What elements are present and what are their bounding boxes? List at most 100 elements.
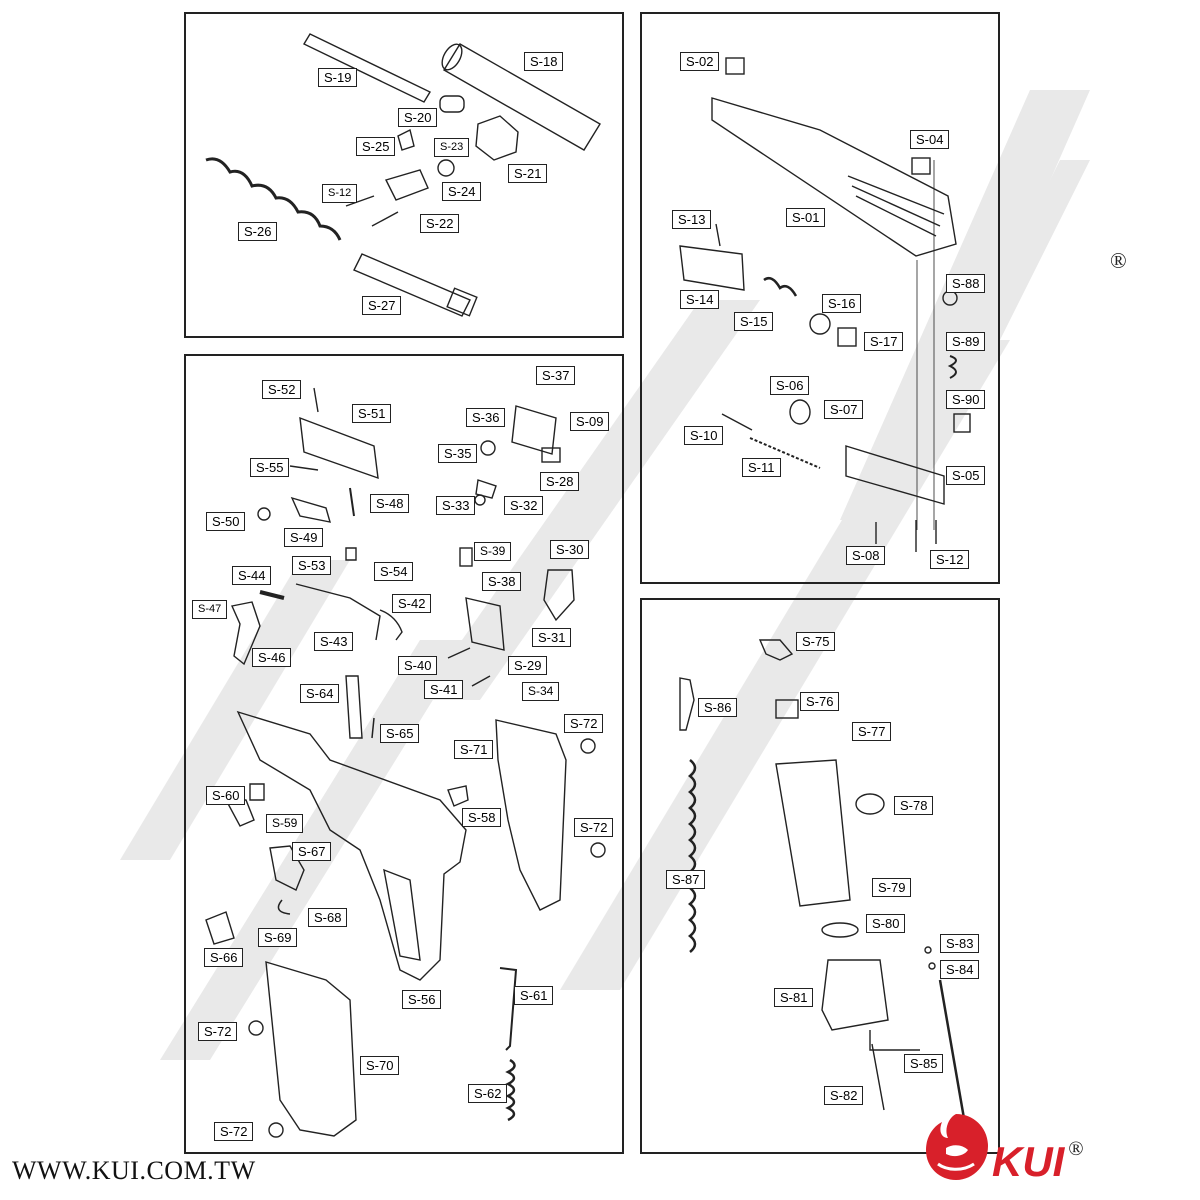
brand-registered-mark: ®: [1068, 1138, 1084, 1160]
part-label-s-64: S-64: [300, 684, 340, 703]
part-label-s-72c: S-72: [198, 1022, 238, 1041]
part-label-s-14: S-14: [680, 290, 720, 309]
blowback-valve-part: [789, 399, 811, 425]
inner-barrel-part: [303, 33, 431, 103]
part-label-s-70: S-70: [360, 1056, 400, 1075]
magazine-body-part: [775, 759, 851, 907]
part-label-s-02: S-02: [680, 52, 720, 71]
part-label-s-11: S-11: [742, 458, 781, 477]
part-label-s-66: S-66: [204, 948, 244, 967]
part-label-s-65: S-65: [380, 724, 420, 743]
part-label-s-17: S-17: [864, 332, 904, 351]
part-label-s-51: S-51: [352, 404, 392, 423]
part-label-s-08: S-08: [846, 546, 886, 565]
part-label-s-62: S-62: [468, 1084, 508, 1103]
part-label-s-69: S-69: [258, 928, 298, 947]
part-label-s-22: S-22: [420, 214, 460, 233]
website-url: WWW.KUI.COM.TW: [12, 1156, 256, 1185]
part-label-s-84: S-84: [940, 960, 980, 979]
front-sight-part: [911, 157, 931, 175]
part-label-s-78: S-78: [894, 796, 934, 815]
part-label-s-30: S-30: [550, 540, 590, 559]
hammer-spring-part: [505, 1058, 516, 1122]
part-label-s-07: S-07: [824, 400, 864, 419]
part-label-s-67: S-67: [292, 842, 332, 861]
slide-group-panel: [640, 12, 1000, 584]
part-label-s-06: S-06: [770, 376, 810, 395]
part-label-s-18: S-18: [524, 52, 564, 71]
hammer-strut-part: [499, 967, 518, 1051]
trigger-bar-part: [295, 583, 381, 641]
left-grip-panel-part: [265, 961, 357, 1137]
part-label-s-09: S-09: [570, 412, 610, 431]
part-label-s-77: S-77: [852, 722, 892, 741]
part-label-s-29: S-29: [508, 656, 548, 675]
part-label-s-83: S-83: [940, 934, 980, 953]
part-label-s-44: S-44: [232, 566, 272, 585]
slide-base-part: [845, 445, 945, 505]
part-label-s-26: S-26: [238, 222, 278, 241]
part-label-s-48: S-48: [370, 494, 410, 513]
piston-head-part: [809, 313, 831, 335]
part-label-s-55: S-55: [250, 458, 290, 477]
part-label-s-38: S-38: [482, 572, 522, 591]
registered-mark: ®: [1110, 248, 1127, 273]
rear-chassis-part: [299, 416, 379, 480]
part-label-s-53: S-53: [292, 556, 332, 575]
part-label-s-87: S-87: [666, 870, 706, 889]
part-label-s-23: S-23: [434, 138, 470, 157]
part-label-s-86: S-86: [698, 698, 738, 717]
part-label-s-13: S-13: [672, 210, 712, 229]
part-label-s-56: S-56: [402, 990, 442, 1009]
part-label-s-19: S-19: [318, 68, 358, 87]
part-label-s-15: S-15: [734, 312, 774, 331]
part-label-s-50: S-50: [206, 512, 246, 531]
hammer-housing-part: [511, 405, 557, 455]
part-label-s-33: S-33: [436, 496, 476, 515]
part-label-s-76: S-76: [800, 692, 840, 711]
trigger-part: [231, 601, 261, 666]
part-label-s-82: S-82: [824, 1086, 864, 1105]
part-label-s-52: S-52: [262, 380, 302, 399]
recoil-spring-part: [205, 157, 342, 241]
right-grip-panel-part: [495, 719, 567, 911]
part-label-s-42: S-42: [392, 594, 432, 613]
part-label-s-40: S-40: [398, 656, 438, 675]
hammer-part: [543, 569, 575, 622]
part-label-s-37: S-37: [536, 366, 576, 385]
kui-lion-logo-icon: [926, 1114, 988, 1180]
part-label-s-47: S-47: [192, 600, 228, 619]
part-label-s-36: S-36: [466, 408, 506, 427]
part-label-s-31: S-31: [532, 628, 572, 647]
part-label-s-88: S-88: [946, 274, 986, 293]
hopup-chamber-part: [475, 115, 519, 161]
part-label-s-32: S-32: [504, 496, 544, 515]
slide-part: [711, 97, 957, 257]
barrel-group-panel: [184, 12, 624, 338]
part-label-s-25: S-25: [356, 137, 396, 156]
part-label-s-04: S-04: [910, 130, 950, 149]
magazine-catch-part: [269, 845, 305, 891]
cylinder-part: [679, 245, 745, 291]
mag-follower-pusher-part: [679, 677, 695, 731]
sear-housing-part: [465, 597, 505, 651]
outer-barrel-part: [443, 43, 601, 151]
guide-rod-part: [353, 253, 471, 317]
part-label-s-58: S-58: [462, 808, 502, 827]
part-label-s-85: S-85: [904, 1054, 944, 1073]
part-label-s-35: S-35: [438, 444, 478, 463]
part-label-s-54: S-54: [374, 562, 414, 581]
part-label-s-21: S-21: [508, 164, 548, 183]
part-label-s-79: S-79: [872, 878, 912, 897]
part-label-s-90: S-90: [946, 390, 986, 409]
part-label-s-24: S-24: [442, 182, 482, 201]
hopup-wheel-part: [437, 159, 455, 177]
part-label-s-49: S-49: [284, 528, 324, 547]
part-label-s-72d: S-72: [214, 1122, 254, 1141]
barrel-bushing-part: [439, 95, 465, 113]
part-label-s-71: S-71: [454, 740, 494, 759]
part-label-s-05: S-05: [946, 466, 986, 485]
part-label-s-34: S-34: [522, 682, 560, 701]
brand-name: KUI: [992, 1138, 1065, 1185]
